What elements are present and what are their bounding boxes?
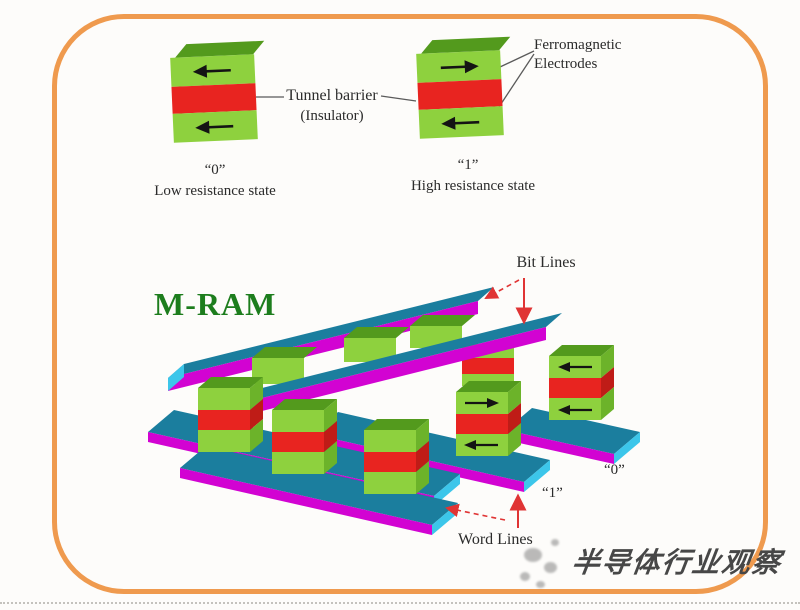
watermark-text: 半导体行业观察 xyxy=(569,546,785,579)
electrode-pointer-line xyxy=(499,50,535,68)
mtj-stack-3 xyxy=(364,419,429,494)
low-resistance-caption: Low resistance state xyxy=(154,183,276,199)
array-cell-one-label: “1” xyxy=(542,485,563,501)
watermark-logo xyxy=(520,572,530,581)
arrow-left-icon xyxy=(558,362,592,372)
watermark-logo xyxy=(551,539,559,546)
arrow-left-icon xyxy=(192,64,231,78)
array-cell-zero-label: “0” xyxy=(604,462,625,478)
bit-lines-label: Bit Lines xyxy=(516,254,576,271)
mtj-stack-one xyxy=(456,381,521,456)
arrow-left-icon xyxy=(558,405,592,415)
electrode-pointer-line xyxy=(496,53,535,111)
watermark-logo xyxy=(536,581,545,588)
state-zero-label: “0” xyxy=(204,162,226,178)
ferromagnetic-layer xyxy=(416,50,502,83)
arrow-right-icon xyxy=(440,59,479,73)
tunnel-barrier-layer xyxy=(417,79,503,110)
electrodes-label-line1: Ferromagnetic xyxy=(534,37,622,53)
tunnel-barrier-label: Tunnel barrier xyxy=(286,87,378,104)
mtj-cell-low xyxy=(170,40,265,143)
arrow-left-icon xyxy=(441,116,480,130)
diagram-title: M-RAM xyxy=(154,286,277,322)
word-line-4 xyxy=(506,408,640,464)
tunnel-barrier-layer xyxy=(171,83,257,114)
word-line-arrow-icon xyxy=(445,503,506,521)
watermark-logo xyxy=(544,562,557,573)
bit-line-back xyxy=(168,287,494,391)
ferromagnetic-layer xyxy=(170,54,256,87)
arrow-left-icon xyxy=(195,120,234,134)
tunnel-barrier-pointer-line xyxy=(380,95,417,102)
mtj-stack-2 xyxy=(272,399,337,474)
bottom-dotted-divider xyxy=(0,602,800,604)
word-lines-label: Word Lines xyxy=(458,531,533,548)
electrodes-label-line2: Electrodes xyxy=(534,56,598,72)
watermark-logo xyxy=(524,548,542,562)
ferromagnetic-layer xyxy=(418,106,504,139)
ferromagnetic-layer xyxy=(172,110,258,143)
arrow-right-icon xyxy=(465,398,499,408)
state-one-label: “1” xyxy=(457,157,479,173)
mtj-stack-zero xyxy=(549,345,614,420)
bit-line-arrow-icon xyxy=(484,279,520,299)
high-resistance-caption: High resistance state xyxy=(410,178,536,194)
mtj-cell-high xyxy=(416,36,511,139)
mtj-stack-1 xyxy=(198,377,263,452)
arrow-left-icon xyxy=(464,440,498,450)
tunnel-barrier-sublabel: (Insulator) xyxy=(300,108,364,124)
